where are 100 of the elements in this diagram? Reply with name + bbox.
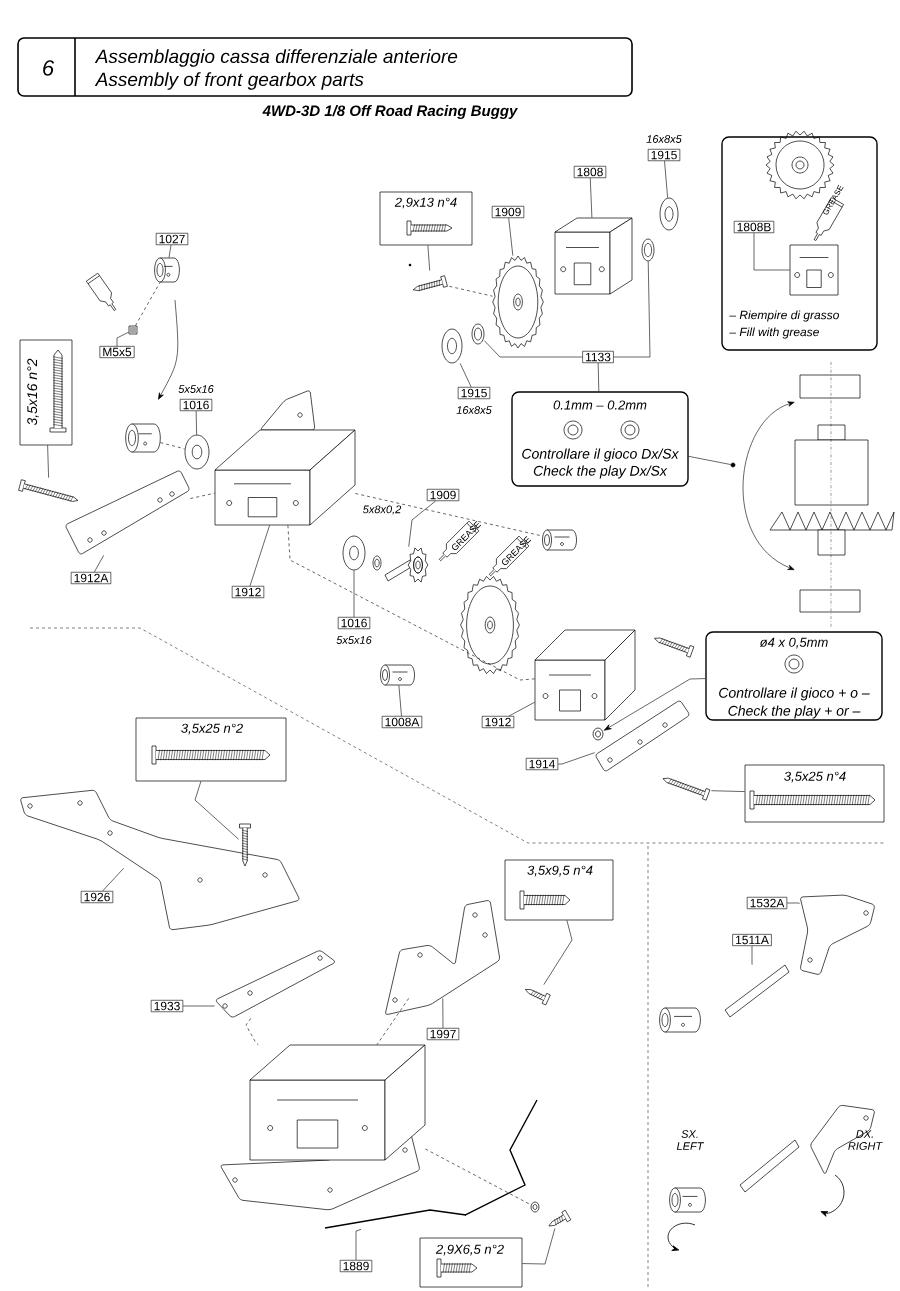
leader-line <box>353 570 355 618</box>
leader-line <box>688 456 731 465</box>
anti-roll-bar-drawing <box>324 1209 467 1229</box>
leader-line <box>508 217 514 256</box>
outdrive-cup-drawing <box>154 257 180 283</box>
bracket-plate-drawing <box>385 900 500 1015</box>
assembly-line <box>376 998 409 1045</box>
screw-drawing <box>239 823 251 867</box>
screw-drawing <box>524 989 551 1006</box>
leader-line <box>47 445 49 478</box>
part-number: 1912 <box>481 715 515 729</box>
leader-line <box>557 752 595 765</box>
screw-callout-box: 2,9X6,5 n°2 <box>419 1237 523 1288</box>
part-number: 1909 <box>491 205 525 219</box>
direction-label: DX. RIGHT <box>848 1130 883 1150</box>
part-number: 1016 <box>179 398 213 412</box>
leader-line <box>597 362 600 392</box>
heading: Assembly of front gearbox parts <box>94 72 364 90</box>
part-number: 1511A <box>732 934 772 946</box>
size-label: 5x5x16 <box>336 636 372 644</box>
screw-drawing <box>18 479 79 502</box>
outdrive-cup-drawing <box>380 664 415 686</box>
washer-drawing <box>592 727 604 741</box>
size-label: 5x8x0,2 <box>363 505 402 515</box>
leader-line <box>102 868 124 892</box>
leader-line <box>589 177 593 218</box>
outdrive-cup-drawing <box>542 529 577 551</box>
mount-plate-drawing <box>65 470 190 555</box>
screw-drawing <box>412 275 448 292</box>
leader-line <box>711 790 745 792</box>
leader-line <box>442 998 444 1029</box>
part-number: 1915 <box>647 148 681 162</box>
part-number: 1008A <box>381 715 423 729</box>
assembly-line <box>449 286 493 297</box>
leader-line <box>427 245 430 271</box>
assembly-line <box>190 492 215 499</box>
leader-line <box>398 685 402 717</box>
arrow <box>603 678 706 731</box>
leader-line <box>168 244 172 258</box>
bearing-drawing <box>441 328 463 364</box>
screw-callout-box: 3,5x25 n°4 <box>744 764 885 823</box>
screw-callout-box: 3,5x25 n°2 <box>135 717 287 782</box>
note-box: 0.1mm – 0.2mm Controllare il gioco Dx/Sx Check the play Dx/Sx <box>511 391 689 487</box>
leader-line <box>664 160 668 198</box>
assembly-line <box>160 442 185 450</box>
assembly-line <box>135 282 161 326</box>
washer-drawing <box>641 238 655 262</box>
assembly-line <box>245 1018 259 1045</box>
gearbox-housing-drawing <box>534 629 636 721</box>
part-number: 1808B <box>733 220 775 234</box>
leader-line <box>522 1228 556 1265</box>
note-box: ø4 x 0,5mm Controllare il gioco + o – Check the play + or – <box>705 631 883 721</box>
size-label: 5x5x16 <box>178 385 214 393</box>
leader-line <box>459 363 472 388</box>
leader-line <box>484 340 583 358</box>
part-number: 1915 <box>457 386 491 400</box>
part-number: 1912 <box>231 585 265 599</box>
gearbox-housing-drawing <box>249 1044 426 1161</box>
assembly-line <box>355 493 542 537</box>
leader-line <box>408 500 436 547</box>
differential-case-drawing <box>554 217 633 295</box>
part-number: 1997 <box>426 1027 460 1041</box>
mount-bar-drawing <box>216 950 335 1018</box>
set-screw-drawing <box>128 325 138 335</box>
size-label: 16x8x5 <box>456 406 492 414</box>
heading: Assemblaggio cassa differenziale anteriore <box>94 49 458 67</box>
pinion-drawing <box>384 547 429 583</box>
size-label: 16x8x5 <box>646 135 682 143</box>
leader-line <box>194 781 239 840</box>
chassis-plate-drawing <box>20 789 300 930</box>
step-number: 6 <box>43 60 55 76</box>
washer-drawing <box>471 323 485 345</box>
part-number: 1889 <box>339 1259 373 1273</box>
part-number: 1914 <box>525 757 559 771</box>
part-number: 1909 <box>426 488 460 502</box>
screw-callout-box: 3,5x9,5 n°4 <box>504 859 614 921</box>
part-number: 1532A <box>746 896 788 910</box>
spacer-drawing <box>342 535 366 571</box>
direction-label: SX. LEFT <box>676 1130 705 1150</box>
screw-drawing <box>548 1209 572 1227</box>
mount-plate-drawing <box>595 700 690 772</box>
part-number: M5x5 <box>99 346 135 358</box>
leader-line <box>94 555 104 573</box>
gearbox-housing-drawing <box>214 429 356 526</box>
part-number: 1133 <box>582 350 614 364</box>
part-number: 1027 <box>155 232 189 246</box>
leader-line <box>543 920 573 985</box>
differential-case-drawing <box>789 244 839 296</box>
screw-callout-box: 3,5x16 n°2 <box>19 339 73 446</box>
leader-line <box>195 410 197 435</box>
spacer-drawing <box>184 434 210 470</box>
leader-line <box>753 232 790 271</box>
leader-line <box>613 261 651 358</box>
assembly-line <box>287 525 535 681</box>
leader-line <box>786 902 800 904</box>
leader-line <box>508 701 535 717</box>
leader-line <box>355 1229 362 1261</box>
washer-drawing <box>530 1201 540 1213</box>
leader-line <box>116 331 129 347</box>
leader-line <box>751 945 753 965</box>
